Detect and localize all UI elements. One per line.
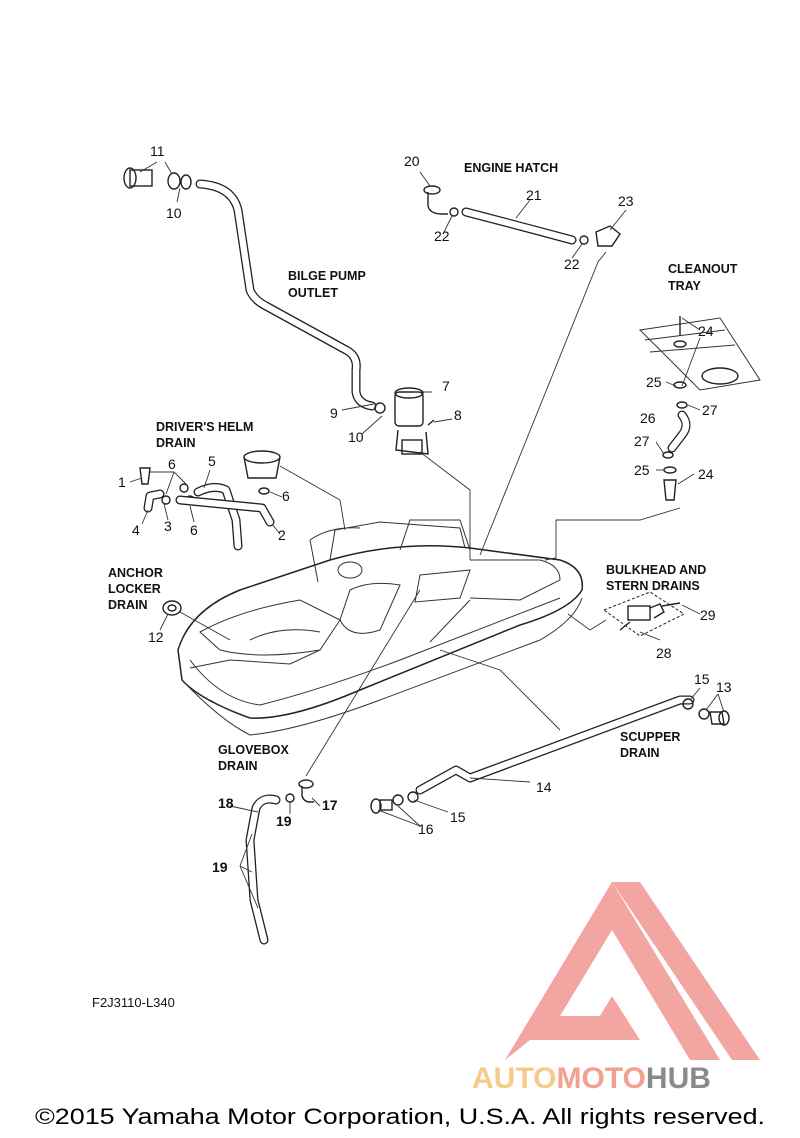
outlet-fitting-11 bbox=[123, 167, 192, 190]
callout-11: 11 bbox=[150, 143, 165, 159]
figure-code: F2J3110-L340 bbox=[92, 995, 175, 1010]
callout-6b: 6 bbox=[282, 488, 290, 504]
callout-24a: 24 bbox=[698, 323, 714, 339]
callout-29: 29 bbox=[700, 607, 716, 623]
anchor-locker-drain-12 bbox=[162, 600, 182, 616]
watermark-word-hub: HUB bbox=[646, 1062, 711, 1095]
callout-25b: 25 bbox=[634, 462, 650, 478]
leader-lines bbox=[129, 161, 725, 909]
callout-15a: 15 bbox=[694, 671, 710, 687]
callout-26: 26 bbox=[640, 410, 656, 426]
callout-17: 17 bbox=[322, 797, 338, 813]
callout-3: 3 bbox=[164, 518, 172, 534]
label-glovebox-1: GLOVEBOX bbox=[218, 743, 290, 757]
bilge-pump-outlet-hose bbox=[195, 179, 377, 411]
callout-6a: 6 bbox=[168, 456, 176, 472]
label-scupper-2: DRAIN bbox=[620, 746, 660, 760]
watermark-text: AUTOMOTOHUB bbox=[472, 1062, 711, 1095]
scupper-drain-hose-14 bbox=[370, 695, 730, 814]
callout-24b: 24 bbox=[698, 466, 714, 482]
label-cleanout-tray-2: TRAY bbox=[668, 279, 702, 293]
callout-21: 21 bbox=[526, 187, 542, 203]
label-bilge-pump-outlet-1: BILGE PUMP bbox=[288, 269, 366, 283]
callout-27b: 27 bbox=[634, 433, 650, 449]
watermark-word-moto: MOTO bbox=[556, 1062, 645, 1095]
callout-9: 9 bbox=[330, 405, 338, 421]
callout-12: 12 bbox=[148, 629, 164, 645]
callout-19b: 19 bbox=[212, 859, 228, 875]
callout-20: 20 bbox=[404, 153, 420, 169]
label-bilge-pump-outlet-2: OUTLET bbox=[288, 286, 338, 300]
callout-22a: 22 bbox=[434, 228, 450, 244]
callout-27a: 27 bbox=[702, 402, 718, 418]
callout-18: 18 bbox=[218, 795, 234, 811]
callout-8: 8 bbox=[454, 407, 462, 423]
callout-6c: 6 bbox=[190, 522, 198, 538]
callout-28: 28 bbox=[656, 645, 672, 661]
label-drivers-helm-2: DRAIN bbox=[156, 436, 196, 450]
callout-7: 7 bbox=[442, 378, 450, 394]
copyright-notice: ©2015 Yamaha Motor Corporation, U.S.A. A… bbox=[35, 1104, 765, 1129]
label-anchor-locker-1: ANCHOR bbox=[108, 566, 163, 580]
boat-hull bbox=[177, 519, 584, 736]
label-anchor-locker-2: LOCKER bbox=[108, 582, 161, 596]
callout-25a: 25 bbox=[646, 374, 662, 390]
glovebox-drain bbox=[245, 779, 314, 945]
section-labels: BILGE PUMP OUTLET ENGINE HATCH CLEANOUT … bbox=[108, 161, 738, 773]
callout-16: 16 bbox=[418, 821, 434, 837]
label-engine-hatch: ENGINE HATCH bbox=[464, 161, 558, 175]
callout-4: 4 bbox=[132, 522, 140, 538]
callout-numbers: 11 10 9 10 7 8 20 21 22 22 23 24 25 27 2… bbox=[118, 143, 732, 875]
label-drivers-helm-1: DRIVER'S HELM bbox=[156, 420, 253, 434]
callout-1: 1 bbox=[118, 474, 126, 490]
label-cleanout-tray-1: CLEANOUT bbox=[668, 262, 738, 276]
engine-hatch-drain bbox=[423, 185, 621, 247]
watermark-logo bbox=[505, 882, 760, 1060]
label-bulkhead-2: STERN DRAINS bbox=[606, 579, 700, 593]
callout-2: 2 bbox=[278, 527, 286, 543]
callout-15b: 15 bbox=[450, 809, 466, 825]
callout-14: 14 bbox=[536, 779, 552, 795]
callout-10a: 10 bbox=[166, 205, 182, 221]
callout-13: 13 bbox=[716, 679, 732, 695]
label-anchor-locker-3: DRAIN bbox=[108, 598, 148, 612]
callout-10b: 10 bbox=[348, 429, 364, 445]
cleanout-tray bbox=[638, 316, 761, 501]
label-scupper-1: SCUPPER bbox=[620, 730, 680, 744]
callout-23: 23 bbox=[618, 193, 634, 209]
callout-5: 5 bbox=[208, 453, 216, 469]
bulkhead-stern-drain-box bbox=[602, 591, 686, 637]
drivers-helm-drain-parts bbox=[139, 450, 281, 551]
label-glovebox-2: DRAIN bbox=[218, 759, 258, 773]
callout-19a: 19 bbox=[276, 813, 292, 829]
label-bulkhead-1: BULKHEAD AND bbox=[606, 563, 706, 577]
watermark-word-auto: AUTO bbox=[472, 1062, 556, 1095]
callout-22b: 22 bbox=[564, 256, 580, 272]
bilge-pump-7 bbox=[374, 387, 435, 455]
